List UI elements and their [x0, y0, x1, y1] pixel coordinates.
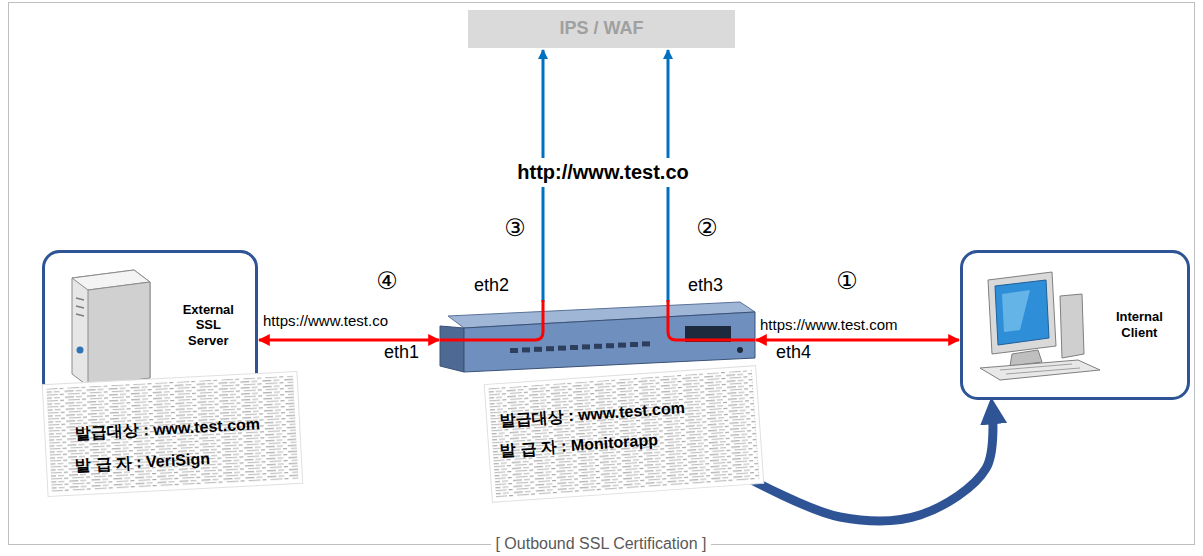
- certificate: 발급대상 : www.test.com발 급 자 : Monitorapp: [488, 375, 760, 493]
- ssl-appliance-shape: [440, 302, 755, 374]
- port-label: eth4: [776, 342, 811, 364]
- ssl-appliance: eth2eth3eth1eth4: [440, 302, 755, 374]
- node-label: IPS / WAF: [559, 18, 643, 40]
- callout-number: ④: [376, 267, 398, 295]
- server-icon: [72, 270, 150, 386]
- callout-number: ①: [836, 267, 858, 295]
- computer-icon: [980, 272, 1100, 380]
- url-label: https://www.test.co: [263, 312, 388, 329]
- connector-arrow: [756, 339, 959, 342]
- connector-arrow: [259, 339, 439, 342]
- url-label: https://www.test.com: [760, 316, 898, 333]
- certificate-paper: [484, 366, 764, 503]
- callout-number: ③: [504, 214, 526, 242]
- internal-path: [668, 300, 755, 340]
- outer-frame: [9, 3, 1195, 545]
- delivery-arrow: [750, 408, 993, 521]
- internal-path: [440, 300, 543, 340]
- certificate: 발급대상 : www.test.com발 급 자 : VeriSign: [45, 378, 300, 490]
- certificate-paper: [42, 371, 303, 496]
- box-fill: [468, 10, 735, 48]
- node-label: Internal Client: [1108, 309, 1170, 340]
- rounded-border: [962, 252, 1189, 399]
- callout-number: ②: [696, 214, 718, 242]
- protocol-label: http://www.test.co: [515, 158, 690, 187]
- device-box: IPS / WAF: [468, 10, 735, 48]
- port-label: eth2: [474, 275, 509, 297]
- node-label: External SSL Server: [177, 302, 239, 349]
- port-label: eth1: [384, 342, 419, 364]
- client-box: Internal Client: [960, 250, 1190, 400]
- caption: [ Outbound SSL Certification ]: [491, 535, 710, 553]
- appliance-illustration: [440, 300, 755, 372]
- port-label: eth3: [688, 275, 723, 297]
